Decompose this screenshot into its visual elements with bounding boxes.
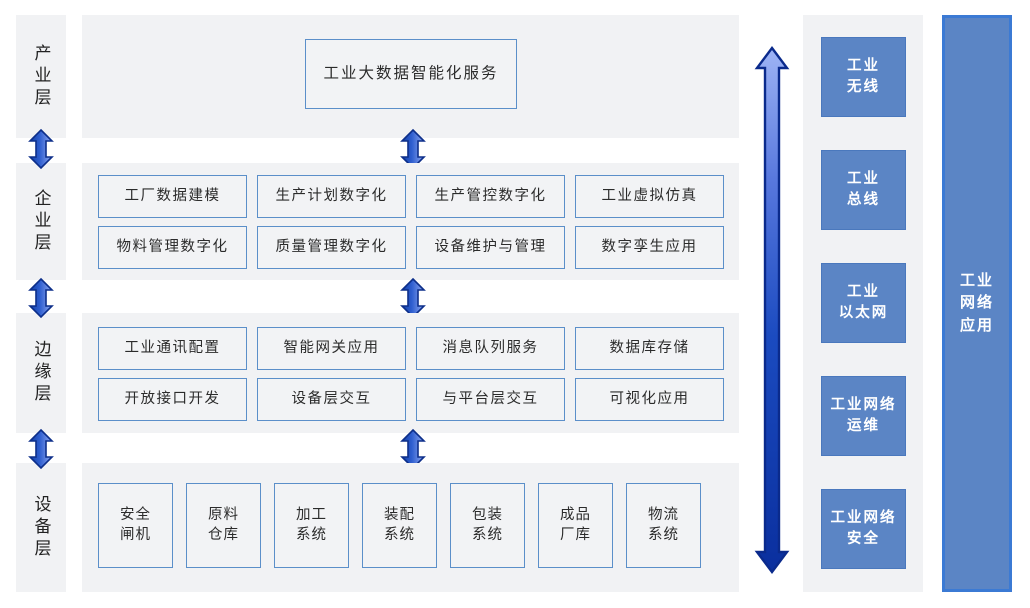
network-application-line3: 应用: [959, 316, 994, 334]
layer-label-enterprise: 企业层: [16, 163, 66, 280]
device-box-7-line1: 物流: [648, 506, 679, 523]
network-box-2-line1: 工业: [847, 170, 880, 187]
device-box-5[interactable]: 包装系统: [450, 483, 525, 568]
layer-label-edge-text: 边缘层: [31, 340, 51, 406]
edge-box-7[interactable]: 与平台层交互: [416, 378, 565, 421]
network-box-5-line2: 安全: [847, 531, 880, 547]
industry-layer-panel: 工业大数据智能化服务: [82, 15, 739, 138]
enterprise-box-4[interactable]: 工业虚拟仿真: [575, 175, 724, 218]
layer-label-device: 设备层: [16, 463, 66, 592]
network-box-network-security[interactable]: 工业网络安全: [821, 489, 906, 569]
device-box-5-line1: 包装: [472, 506, 503, 523]
edge-box-5[interactable]: 开放接口开发: [98, 378, 247, 421]
layer-label-enterprise-text: 企业层: [31, 188, 51, 255]
enterprise-box-8[interactable]: 数字孪生应用: [575, 226, 724, 269]
industry-service-box[interactable]: 工业大数据智能化服务: [305, 39, 517, 109]
device-layer-panel: 安全闸机 原料仓库 加工系统 装配系统 包装系统 成品厂库 物流系统: [82, 463, 739, 592]
device-box-2-line2: 仓库: [208, 526, 239, 543]
edge-layer-panel: 工业通讯配置 智能网关应用 消息队列服务 数据库存储 开放接口开发 设备层交互 …: [82, 313, 739, 433]
layer-label-industry-text: 产业层: [31, 43, 51, 110]
device-box-4-line1: 装配: [384, 506, 415, 523]
device-box-3-line2: 系统: [296, 526, 327, 543]
device-box-1-line2: 闸机: [120, 526, 151, 543]
enterprise-layer-panel: 工厂数据建模 生产计划数字化 生产管控数字化 工业虚拟仿真 物料管理数字化 质量…: [82, 163, 739, 280]
device-box-4[interactable]: 装配系统: [362, 483, 437, 568]
network-box-3-line2: 以太网: [838, 305, 889, 321]
layer-connector-arrow-2: [28, 277, 54, 319]
layer-label-edge: 边缘层: [16, 313, 66, 433]
layer-connector-arrow-3: [28, 428, 54, 470]
enterprise-box-2[interactable]: 生产计划数字化: [257, 175, 406, 218]
network-application-line2: 网络: [959, 294, 994, 312]
device-box-7[interactable]: 物流系统: [626, 483, 701, 568]
network-application-line1: 工业: [959, 271, 994, 289]
device-box-6-line2: 厂库: [560, 526, 591, 543]
edge-box-3[interactable]: 消息队列服务: [416, 327, 565, 370]
device-box-6[interactable]: 成品厂库: [538, 483, 613, 568]
enterprise-box-7[interactable]: 设备维护与管理: [416, 226, 565, 269]
device-box-3[interactable]: 加工系统: [274, 483, 349, 568]
network-box-1-line2: 无线: [847, 79, 880, 95]
enterprise-box-3[interactable]: 生产管控数字化: [416, 175, 565, 218]
layer-label-industry: 产业层: [16, 15, 66, 138]
device-box-7-line2: 系统: [648, 526, 679, 543]
enterprise-box-5[interactable]: 物料管理数字化: [98, 226, 247, 269]
edge-box-1[interactable]: 工业通讯配置: [98, 327, 247, 370]
device-box-3-line1: 加工: [296, 506, 327, 523]
enterprise-box-6[interactable]: 质量管理数字化: [257, 226, 406, 269]
network-box-5-line1: 工业网络: [830, 509, 897, 526]
network-box-network-ops[interactable]: 工业网络运维: [821, 376, 906, 456]
edge-box-6[interactable]: 设备层交互: [257, 378, 406, 421]
network-box-3-line1: 工业: [847, 283, 880, 300]
edge-box-4[interactable]: 数据库存储: [575, 327, 724, 370]
network-spanning-double-arrow-icon: [754, 46, 790, 574]
network-box-1-line1: 工业: [847, 57, 880, 74]
network-box-industrial-fieldbus[interactable]: 工业总线: [821, 150, 906, 230]
edge-box-8[interactable]: 可视化应用: [575, 378, 724, 421]
network-box-2-line2: 总线: [847, 192, 880, 208]
layer-label-device-text: 设备层: [31, 494, 51, 561]
network-box-industrial-wireless[interactable]: 工业无线: [821, 37, 906, 117]
device-box-1[interactable]: 安全闸机: [98, 483, 173, 568]
layer-connector-arrow-1: [28, 128, 54, 170]
device-box-2[interactable]: 原料仓库: [186, 483, 261, 568]
edge-box-2[interactable]: 智能网关应用: [257, 327, 406, 370]
network-box-4-line2: 运维: [847, 418, 880, 434]
network-application-bar[interactable]: 工业 网络 应用: [942, 15, 1012, 592]
device-box-6-line1: 成品: [560, 506, 591, 523]
network-box-industrial-ethernet[interactable]: 工业以太网: [821, 263, 906, 343]
device-box-2-line1: 原料: [208, 506, 239, 523]
device-box-4-line2: 系统: [384, 526, 415, 543]
network-box-4-line1: 工业网络: [830, 396, 897, 413]
device-box-5-line2: 系统: [472, 526, 503, 543]
network-column-panel: 工业无线 工业总线 工业以太网 工业网络运维 工业网络安全: [803, 15, 923, 592]
device-box-1-line1: 安全: [120, 506, 151, 523]
enterprise-box-1[interactable]: 工厂数据建模: [98, 175, 247, 218]
